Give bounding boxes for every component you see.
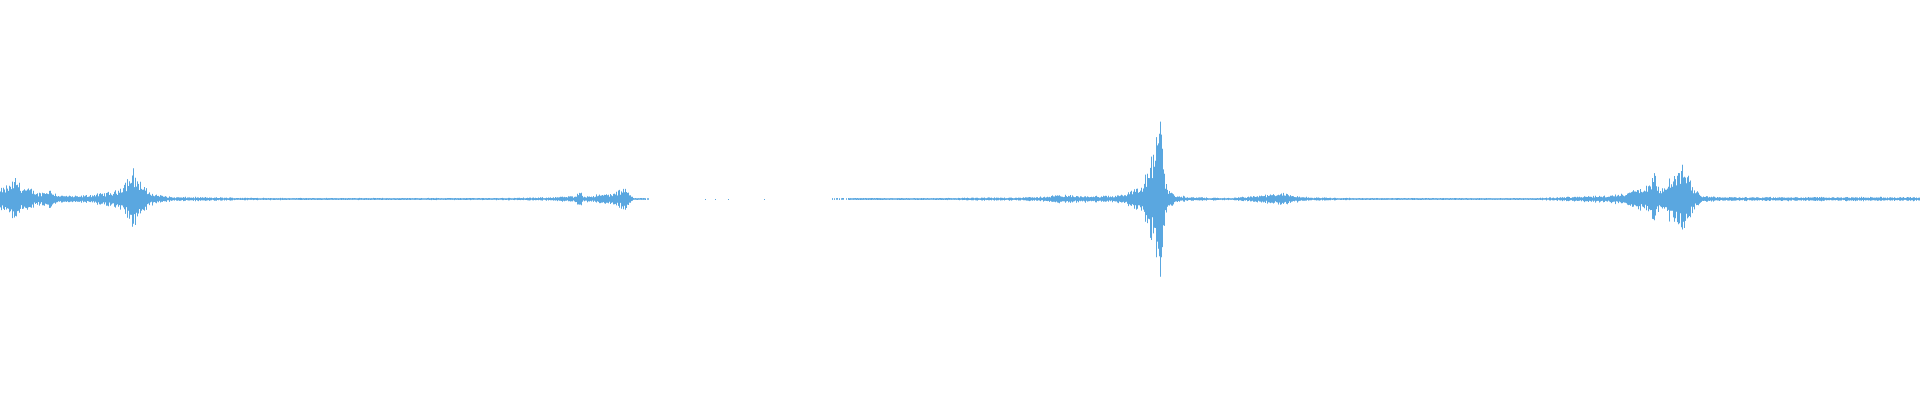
waveform-sample (715, 199, 716, 200)
waveform-bars (0, 121, 1920, 277)
waveform-sample (705, 199, 706, 200)
waveform-sample (764, 199, 765, 200)
waveform-sample (728, 199, 729, 200)
